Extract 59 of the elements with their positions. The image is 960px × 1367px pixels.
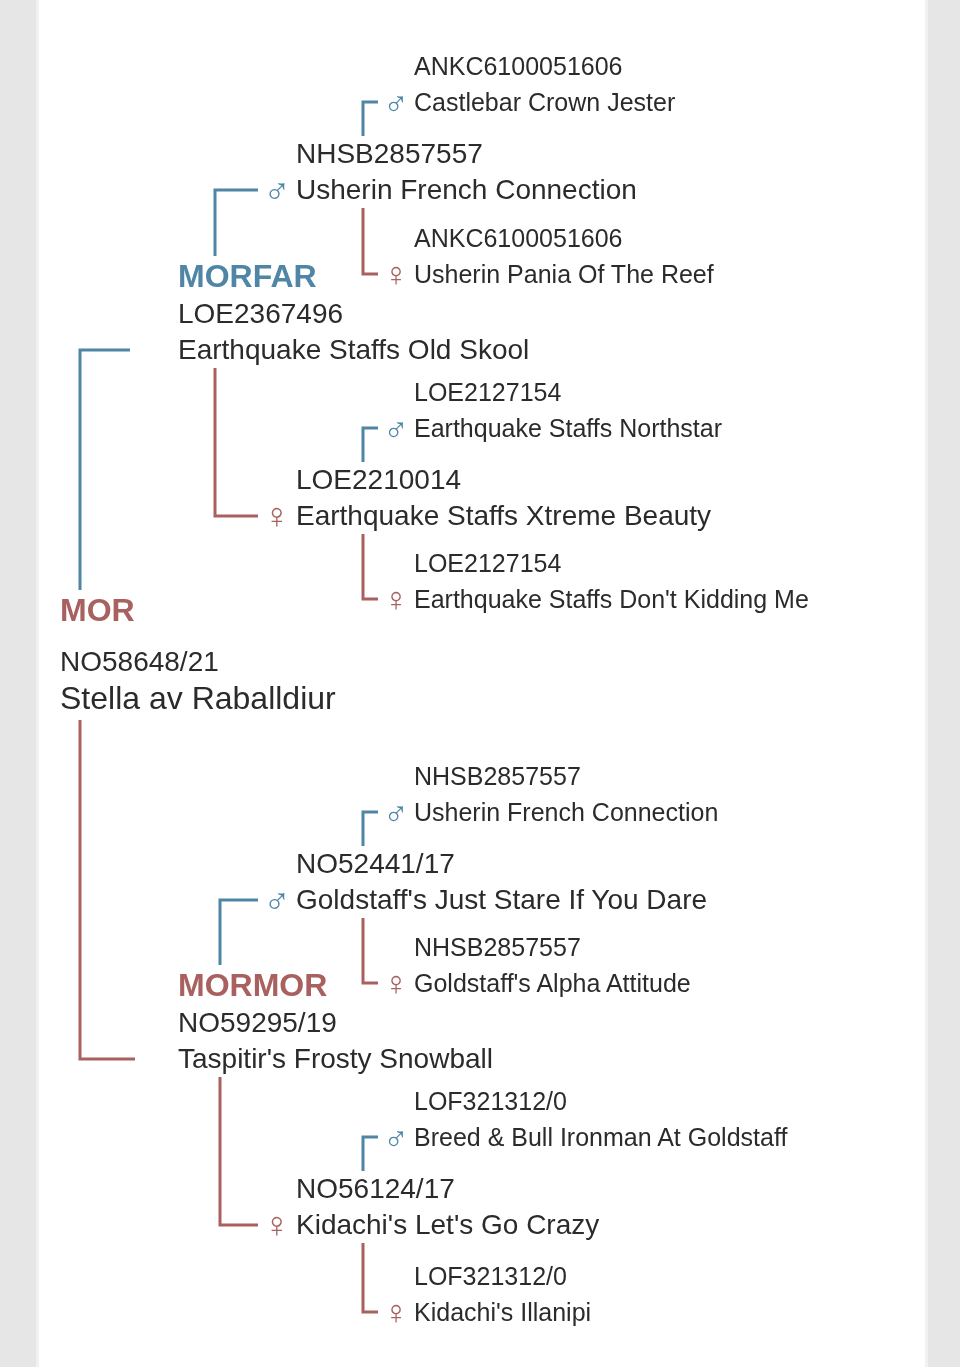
section-heading: MORFAR: [178, 257, 317, 296]
pedigree-connector: [361, 426, 378, 462]
registration-number: ANKC6100051606: [413, 223, 623, 254]
sex-symbol: ♂: [262, 172, 292, 208]
pedigree-connector: [361, 100, 378, 136]
registration-number: LOE2367496: [178, 297, 344, 331]
dog-name: Taspitir's Frosty Snowball: [178, 1042, 493, 1076]
dog-name: Kidachi's Illanipi: [414, 1297, 592, 1328]
dog-name: Earthquake Staffs Old Skool: [178, 333, 530, 367]
sex-symbol: ♂: [382, 84, 410, 120]
registration-number: LOE2127154: [413, 377, 562, 408]
sex-symbol: ♂: [382, 1119, 410, 1155]
pedigree-connector: [213, 368, 258, 518]
registration-number: NHSB2857557: [413, 932, 581, 963]
dog-name: Stella av Raballdiur: [60, 680, 336, 716]
dog-name: Earthquake Staffs Xtreme Beauty: [296, 499, 712, 533]
dog-name: Usherin Pania Of The Reef: [414, 259, 714, 290]
dog-name: Kidachi's Let's Go Crazy: [296, 1208, 600, 1242]
dog-name: Earthquake Staffs Don't Kidding Me: [414, 584, 809, 615]
registration-number: NO59295/19: [178, 1006, 337, 1040]
registration-number: NO58648/21: [60, 645, 219, 679]
pedigree-connector: [361, 810, 378, 846]
sex-symbol: ♀: [382, 965, 410, 1001]
pedigree-connector: [361, 534, 378, 601]
sex-symbol: ♂: [382, 794, 410, 830]
pedigree-connector: [361, 208, 378, 276]
sex-symbol: ♀: [262, 1207, 292, 1243]
sex-symbol: ♂: [382, 410, 410, 446]
sex-symbol: ♂: [262, 882, 292, 918]
dog-name: Usherin French Connection: [296, 173, 637, 207]
registration-number: NO52441/17: [295, 847, 455, 881]
registration-number: NO56124/17: [295, 1172, 455, 1206]
sex-symbol: ♀: [262, 498, 292, 534]
registration-number: LOE2210014: [295, 463, 462, 497]
dog-name: Earthquake Staffs Northstar: [414, 413, 723, 444]
registration-number: LOE2127154: [413, 548, 562, 579]
section-heading: MORMOR: [178, 966, 328, 1005]
registration-number: ANKC6100051606: [413, 51, 623, 82]
registration-number: LOF321312/0: [413, 1086, 567, 1117]
pedigree-connector: [361, 918, 378, 985]
section-heading: MOR: [60, 591, 135, 630]
sex-symbol: ♀: [382, 581, 410, 617]
dog-name: Castlebar Crown Jester: [414, 87, 676, 118]
dog-name: Breed & Bull Ironman At Goldstaff: [414, 1122, 788, 1153]
sex-symbol: ♀: [382, 1294, 410, 1330]
pedigree-connector: [361, 1243, 378, 1314]
pedigree-connector: [361, 1135, 378, 1171]
pedigree-connector: [78, 348, 130, 590]
pedigree-connector: [218, 1077, 258, 1227]
pedigree-connector: [78, 720, 135, 1061]
registration-number: NHSB2857557: [295, 137, 483, 171]
pedigree-connector: [218, 898, 258, 965]
registration-number: LOF321312/0: [413, 1261, 567, 1292]
dog-name: Goldstaff's Just Stare If You Dare: [296, 883, 708, 917]
dog-name: Goldstaff's Alpha Attitude: [414, 968, 691, 999]
pedigree-connector: [213, 188, 258, 256]
dog-name: Usherin French Connection: [414, 797, 719, 828]
sex-symbol: ♀: [382, 256, 410, 292]
registration-number: NHSB2857557: [413, 761, 581, 792]
